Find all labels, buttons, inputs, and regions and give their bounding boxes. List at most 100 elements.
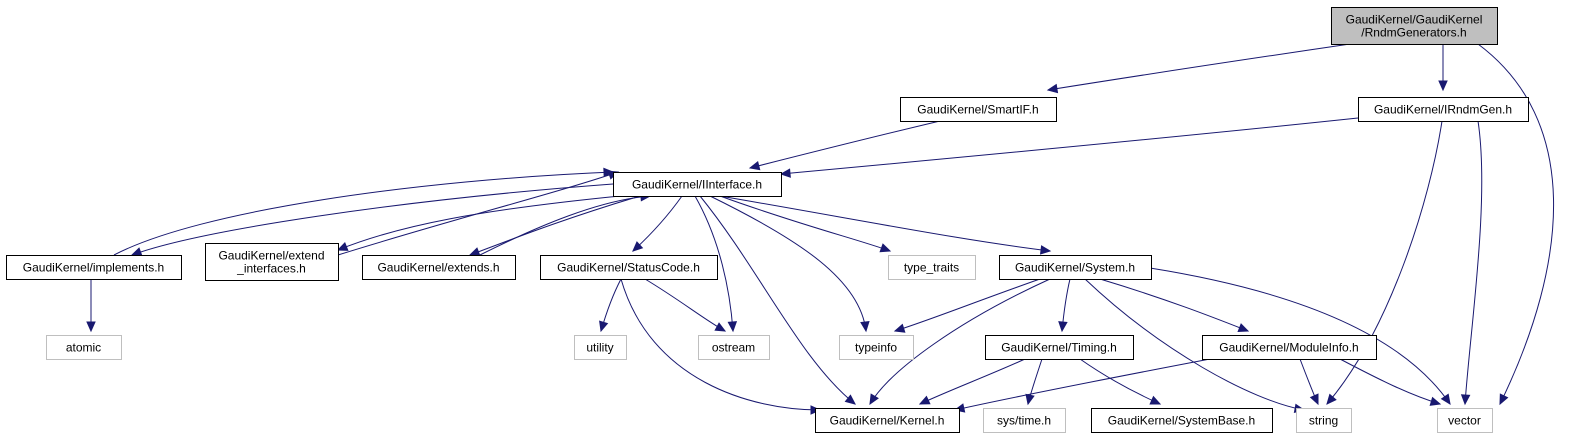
- node-label: GaudiKernel/System.h: [1015, 261, 1135, 275]
- node-box: [1202, 335, 1377, 360]
- node-label: ostream: [712, 341, 755, 355]
- node-label: GaudiKernel/extends.h: [377, 261, 499, 275]
- node-box: [839, 335, 914, 360]
- arrowhead-iinterface-to-kernel: [844, 394, 856, 405]
- node-irndmgen[interactable]: GaudiKernel/IRndmGen.h: [1358, 97, 1529, 122]
- node-box: [983, 408, 1066, 433]
- node-iinterface[interactable]: GaudiKernel/IInterface.h: [613, 172, 782, 197]
- node-utility: utility: [574, 335, 627, 360]
- node-smartif[interactable]: GaudiKernel/SmartIF.h: [900, 97, 1057, 122]
- edge-system-to-vector: [1149, 267, 1451, 405]
- node-box: [362, 255, 516, 280]
- node-box: [1358, 97, 1529, 122]
- arrowhead-statuscode-to-ostream: [714, 322, 727, 332]
- edge-moduleinfo-to-vector: [1339, 358, 1441, 405]
- arrowhead-timing-to-kernel: [918, 395, 931, 405]
- node-label: GaudiKernel/IRndmGen.h: [1374, 103, 1512, 117]
- arrowhead-rndm-to-smartif: [1046, 83, 1059, 94]
- arrowhead-iinterface-to-typeinfo: [860, 321, 870, 333]
- node-label: sys/time.h: [997, 414, 1051, 428]
- node-label: GaudiKernel/SystemBase.h: [1108, 414, 1255, 428]
- node-box: [205, 243, 339, 281]
- edge-system-to-string: [1084, 278, 1305, 411]
- arrowhead-timing-to-systembase: [1149, 395, 1162, 405]
- node-label: GaudiKernel/SmartIF.h: [917, 103, 1038, 117]
- edge-iinterface-to-kernel: [699, 195, 856, 405]
- edge-iinterface-to-statuscode: [632, 195, 683, 252]
- edge-rndm-to-vector: [1477, 43, 1555, 405]
- node-atomic: atomic: [46, 335, 122, 360]
- node-label: type_traits: [904, 261, 959, 275]
- edge-iinterface-to-extend_interfaces: [337, 195, 621, 251]
- node-label: GaudiKernel/GaudiKernel: [1346, 13, 1483, 27]
- arrowhead-system-to-timing: [1058, 321, 1068, 333]
- edge-system-to-kernel: [869, 278, 1051, 405]
- node-label: GaudiKernel/IInterface.h: [632, 178, 762, 192]
- node-label: GaudiKernel/StatusCode.h: [557, 261, 700, 275]
- node-box: [1437, 408, 1493, 433]
- edge-irndmgen-to-vector: [1464, 120, 1483, 405]
- node-box: [888, 255, 976, 280]
- arrowhead-iinterface-to-implements: [130, 247, 143, 257]
- node-implements[interactable]: GaudiKernel/implements.h: [6, 255, 182, 280]
- edge-rndm-to-smartif: [1047, 43, 1351, 91]
- node-box: [1091, 408, 1273, 433]
- edge-iinterface-to-implements: [131, 183, 614, 256]
- node-extends[interactable]: GaudiKernel/extends.h: [362, 255, 516, 280]
- node-box: [6, 255, 182, 280]
- arrowhead-irndmgen-to-vector: [1460, 394, 1471, 406]
- arrowhead-iinterface-to-system: [1039, 245, 1052, 255]
- arrowhead-system-to-vector: [1440, 393, 1451, 406]
- node-extend_interfaces[interactable]: GaudiKernel/extend_interfaces.h: [205, 243, 339, 281]
- arrowhead-iinterface-to-ostream: [727, 321, 738, 333]
- node-box: [1331, 7, 1498, 45]
- arrowhead-statuscode-to-utility: [599, 320, 609, 333]
- node-box: [574, 335, 627, 360]
- node-box: [900, 97, 1057, 122]
- edge-iinterface-to-system: [719, 195, 1051, 252]
- edge-irndmgen-to-string: [1326, 120, 1443, 405]
- node-box: [613, 172, 782, 197]
- node-box: [1296, 408, 1352, 433]
- node-label: string: [1309, 414, 1338, 428]
- node-box: [985, 335, 1134, 360]
- node-system[interactable]: GaudiKernel/System.h: [999, 255, 1152, 280]
- edge-iinterface-to-ostream: [694, 195, 734, 332]
- node-systime: sys/time.h: [983, 408, 1066, 433]
- node-box: [999, 255, 1152, 280]
- node-timing[interactable]: GaudiKernel/Timing.h: [985, 335, 1134, 360]
- edge-implements-to-iinterface: [113, 171, 614, 256]
- edge-statuscode-to-kernel: [620, 278, 821, 411]
- node-typeinfo: typeinfo: [839, 335, 914, 360]
- arrowhead-rndm-to-vector: [1499, 393, 1509, 406]
- node-box: [698, 335, 770, 360]
- node-moduleinfo[interactable]: GaudiKernel/ModuleInfo.h: [1202, 335, 1377, 360]
- edge-iinterface-to-type_traits: [719, 195, 891, 252]
- node-rndm[interactable]: GaudiKernel/GaudiKernel/RndmGenerators.h: [1331, 7, 1498, 45]
- edge-system-to-typeinfo: [894, 278, 1041, 332]
- nodes-layer: GaudiKernel/GaudiKernel/RndmGenerators.h…: [6, 7, 1529, 433]
- node-box: [540, 255, 718, 280]
- edge-statuscode-to-ostream: [644, 278, 726, 332]
- node-label: GaudiKernel/Kernel.h: [830, 414, 945, 428]
- arrowhead-system-to-typeinfo: [893, 323, 906, 333]
- node-kernel[interactable]: GaudiKernel/Kernel.h: [815, 408, 960, 433]
- node-vector: vector: [1437, 408, 1493, 433]
- arrowhead-rndm-to-irndmgen: [1438, 80, 1448, 92]
- arrowhead-iinterface-to-extends: [468, 247, 481, 257]
- node-label: GaudiKernel/ModuleInfo.h: [1219, 341, 1358, 355]
- arrowhead-timing-to-systime: [1025, 393, 1035, 406]
- node-statuscode[interactable]: GaudiKernel/StatusCode.h: [540, 255, 718, 280]
- node-label: _interfaces.h: [236, 262, 306, 276]
- node-systembase[interactable]: GaudiKernel/SystemBase.h: [1091, 408, 1273, 433]
- arrowhead-iinterface-to-statuscode: [632, 241, 644, 252]
- node-label: typeinfo: [855, 341, 897, 355]
- edge-system-to-moduleinfo: [1099, 278, 1249, 332]
- arrowhead-moduleinfo-to-string: [1309, 393, 1319, 406]
- node-box: [46, 335, 122, 360]
- node-label: GaudiKernel/extend: [218, 249, 324, 263]
- node-box: [815, 408, 960, 433]
- arrowhead-iinterface-to-type_traits: [879, 243, 892, 253]
- arrowhead-moduleinfo-to-vector: [1429, 396, 1442, 406]
- arrowhead-system-to-kernel: [869, 393, 879, 406]
